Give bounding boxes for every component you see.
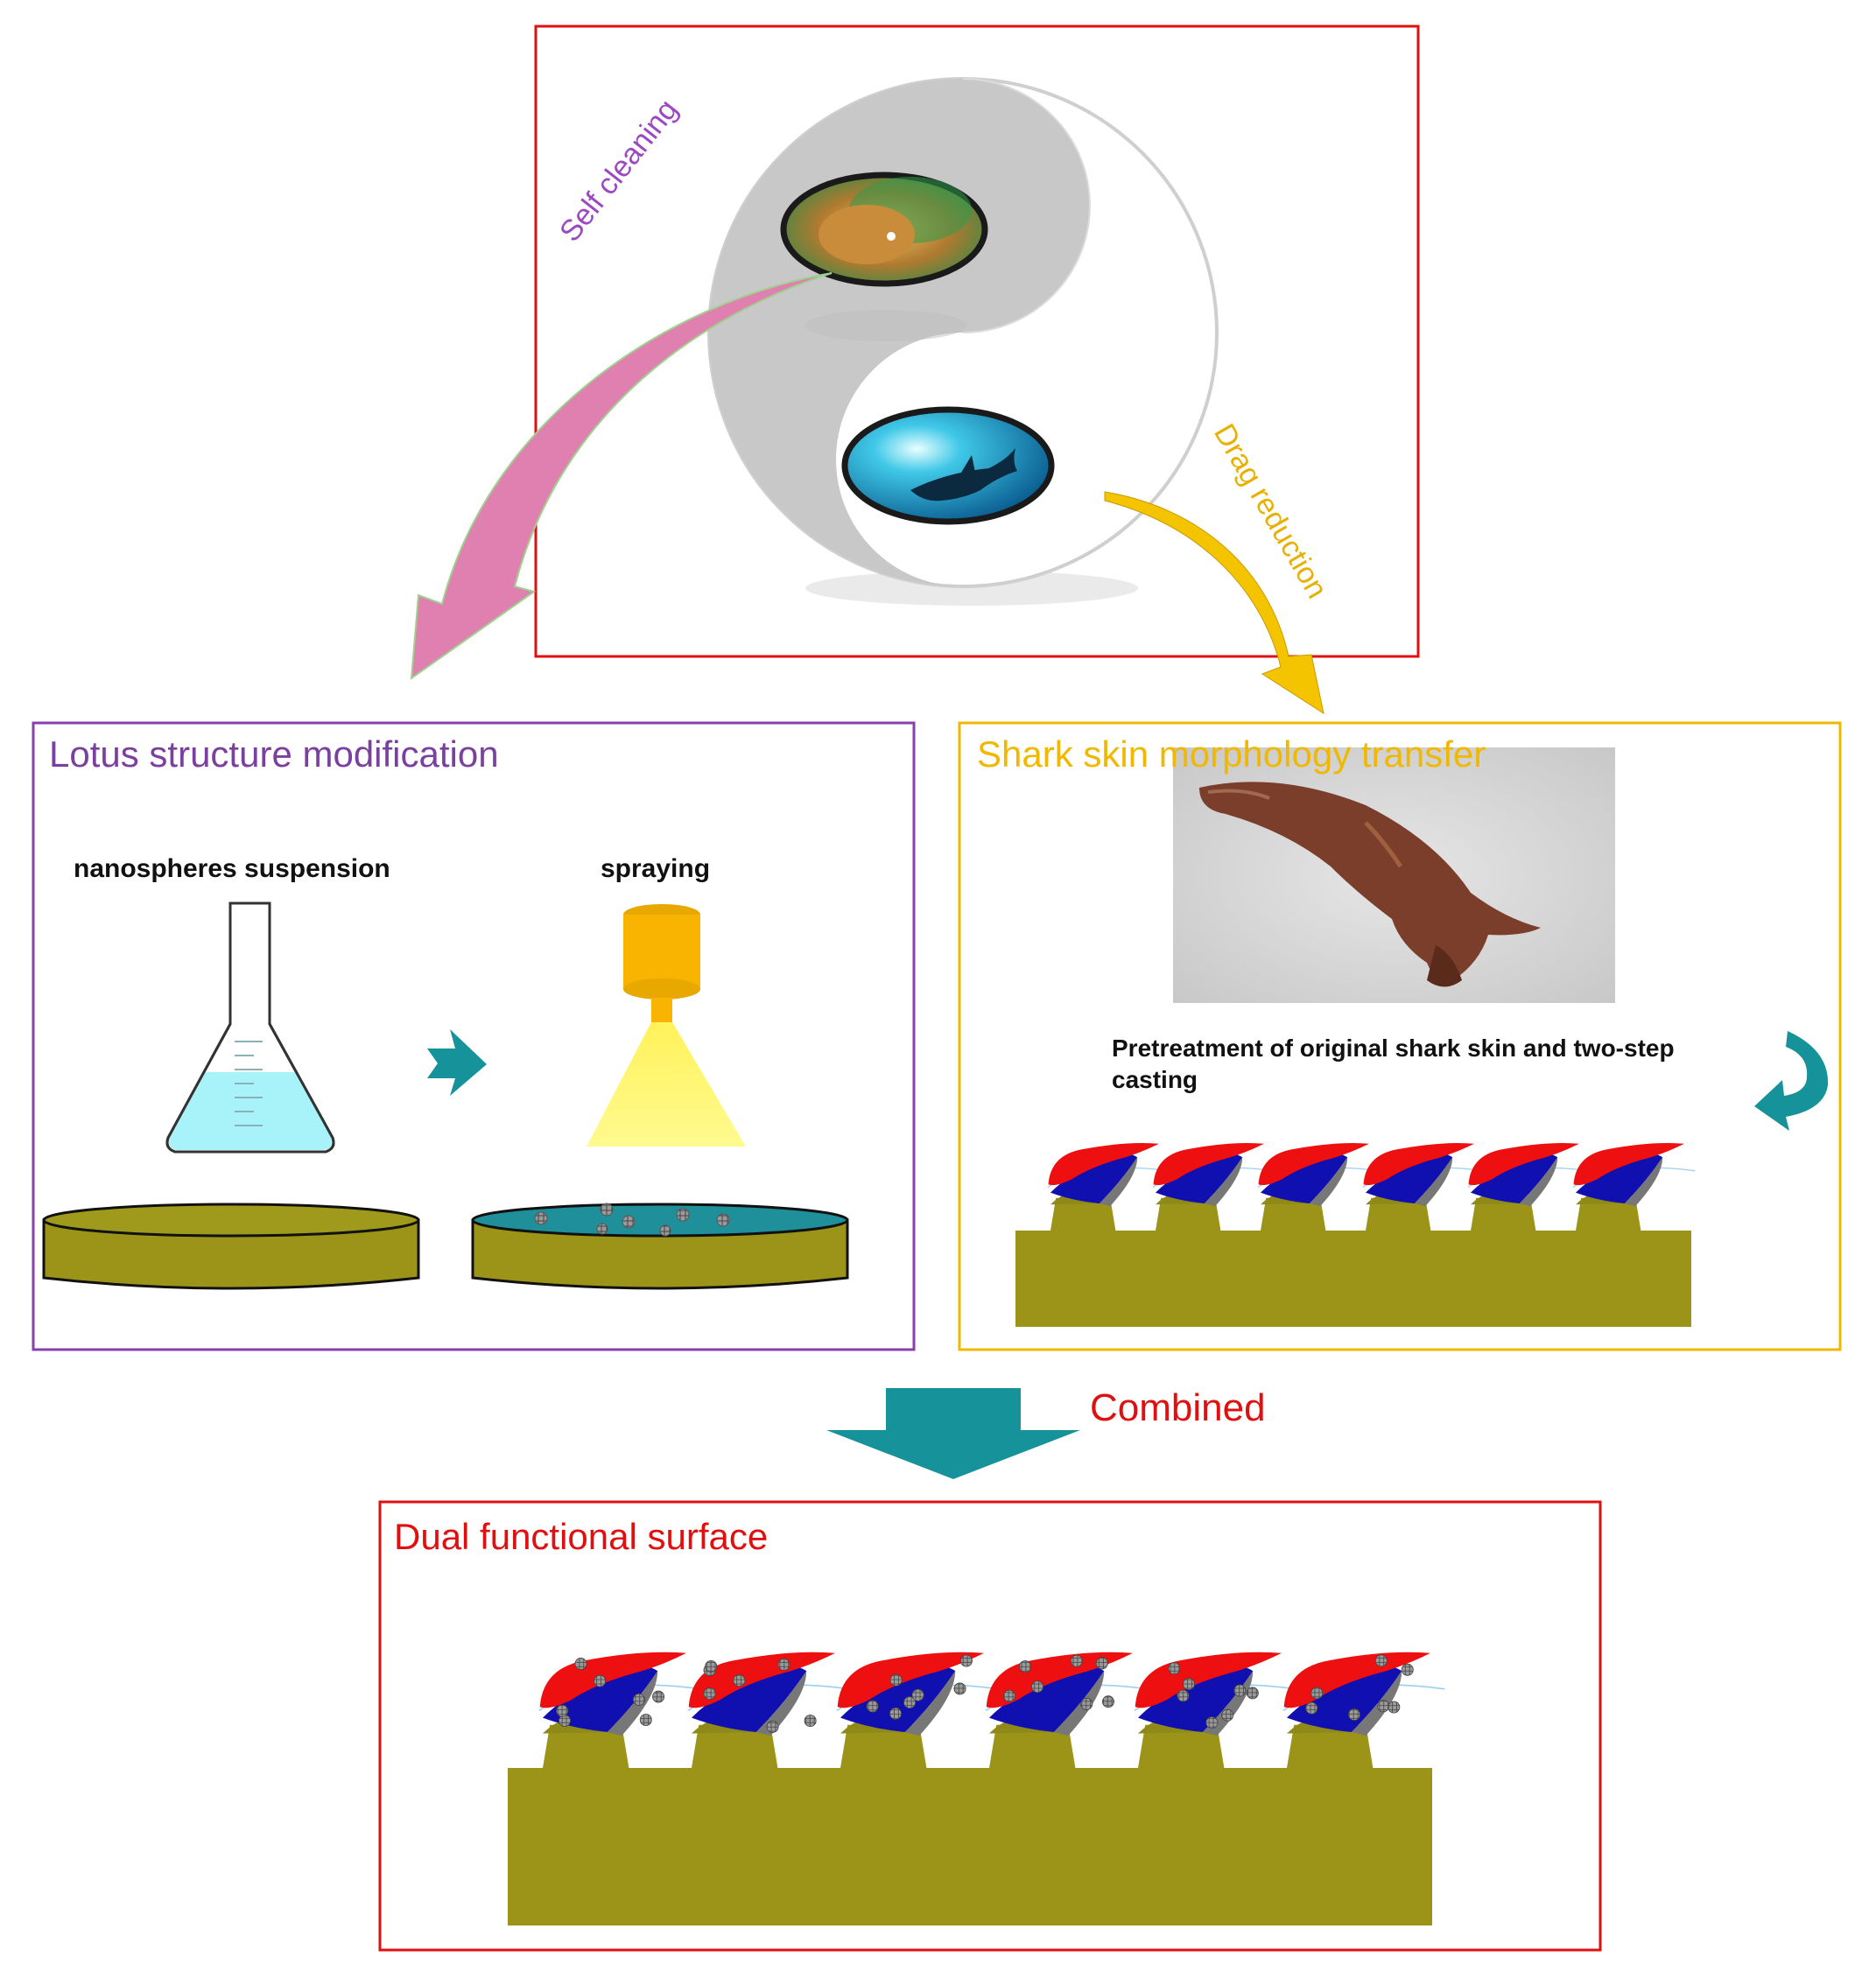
- nanosphere: [1177, 1689, 1190, 1702]
- nanosphere: [1401, 1663, 1414, 1676]
- nanosphere: [1183, 1678, 1195, 1691]
- nanosphere: [1080, 1697, 1093, 1710]
- drag-reduction-arrow: [1104, 491, 1324, 715]
- nanosphere: [866, 1700, 879, 1713]
- process-arrow-icon: [427, 1029, 487, 1096]
- nanosphere: [639, 1714, 652, 1727]
- yin-yang-symbol: [707, 77, 1219, 606]
- nanosphere: [632, 1693, 645, 1706]
- nanosphere: [1003, 1689, 1015, 1702]
- nanosphere: [903, 1696, 917, 1709]
- shark-frame: [958, 721, 1842, 1351]
- nanosphere: [804, 1715, 817, 1728]
- nanosphere: [559, 1715, 571, 1727]
- lotus-leaf-droplet-photo: [780, 172, 988, 287]
- scale-unit: [1047, 1143, 1170, 1231]
- scale-unit: [1257, 1143, 1381, 1231]
- nanosphere: [1310, 1687, 1324, 1700]
- scale-unit: [836, 1652, 999, 1768]
- shark-title: Shark skin morphology transfer: [977, 733, 1486, 775]
- nanosphere: [959, 1654, 973, 1667]
- nanosphere: [574, 1658, 587, 1671]
- sprayed-dish: [471, 1203, 849, 1290]
- nanosphere: [1019, 1660, 1032, 1673]
- nanosphere: [1031, 1680, 1043, 1694]
- scale-unit: [985, 1652, 1148, 1768]
- nanosphere: [889, 1673, 903, 1687]
- shark-specimen-photo: [1173, 747, 1615, 1003]
- nanosphere: [1095, 1657, 1108, 1670]
- shark-skin-replica: [1015, 1143, 1696, 1327]
- nanosphere: [1070, 1654, 1083, 1667]
- nanosphere: [733, 1674, 746, 1687]
- nanosphere: [705, 1659, 718, 1673]
- lotus-frame: [32, 721, 916, 1351]
- nanosphere: [1168, 1662, 1181, 1675]
- scale-unit: [1362, 1143, 1486, 1231]
- nanosphere: [594, 1674, 607, 1687]
- pretreatment-label: Pretreatment of original shark skin and …: [1112, 1035, 1675, 1093]
- nanosphere: [1102, 1695, 1114, 1708]
- dual-frame: [378, 1500, 1602, 1952]
- substrate-dish: [42, 1203, 420, 1290]
- nanosphere: [889, 1707, 902, 1720]
- nanosphere: [1377, 1700, 1390, 1713]
- nanosphere: [953, 1682, 966, 1695]
- nanosphere: [1305, 1701, 1318, 1715]
- nanospheres-label: nanospheres suspension: [74, 854, 390, 883]
- underwater-shark-photo: [841, 406, 1055, 525]
- combined-label: Combined: [1090, 1386, 1266, 1429]
- scale-unit: [1467, 1143, 1591, 1231]
- erlenmeyer-flask: [165, 901, 335, 1154]
- spray-nozzle: [587, 904, 746, 1147]
- nanosphere: [1205, 1716, 1219, 1729]
- scale-unit: [1152, 1143, 1275, 1231]
- nanosphere: [777, 1658, 790, 1671]
- nanosphere: [703, 1687, 716, 1701]
- nanosphere: [1246, 1687, 1259, 1700]
- nanosphere: [652, 1690, 665, 1703]
- nanosphere: [1347, 1708, 1360, 1721]
- scale-unit: [1572, 1143, 1696, 1231]
- nanosphere: [1374, 1654, 1388, 1667]
- scale-unit: [1134, 1652, 1296, 1768]
- scale-unit: [538, 1652, 701, 1768]
- cycle-arrow-icon: [1754, 1031, 1829, 1131]
- dual-title: Dual functional surface: [394, 1516, 769, 1557]
- lotus-title: Lotus structure modification: [49, 733, 499, 775]
- nanosphere: [1233, 1684, 1247, 1697]
- substrate-block: [1015, 1231, 1691, 1327]
- scale-unit: [1282, 1652, 1445, 1768]
- scale-unit: [687, 1652, 850, 1768]
- nanosphere: [1221, 1708, 1234, 1722]
- nanosphere: [1388, 1701, 1401, 1714]
- spraying-label: spraying: [601, 854, 711, 883]
- nanosphere: [766, 1720, 779, 1733]
- combined-arrow: [826, 1388, 1080, 1479]
- substrate-block: [508, 1768, 1432, 1925]
- self-cleaning-arrow: [410, 272, 833, 681]
- nanosphere: [911, 1688, 924, 1701]
- dual-functional-replica: [508, 1652, 1445, 1925]
- nanosphere: [556, 1704, 569, 1717]
- top-frame: [534, 25, 1420, 658]
